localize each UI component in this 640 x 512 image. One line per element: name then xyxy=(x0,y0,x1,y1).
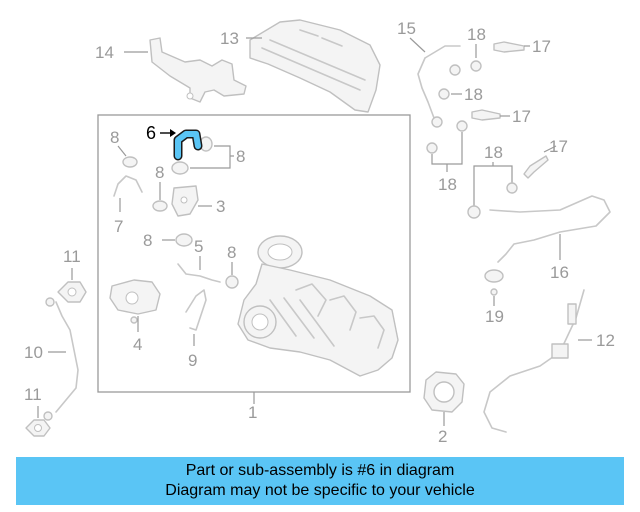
callout-18b: 18 xyxy=(464,85,483,104)
part-16-pipe xyxy=(489,195,611,263)
parts-diagram: 6 14 13 15 18 17 18 17 18 18 17 16 19 12… xyxy=(24,19,615,446)
part-8-clamp-e xyxy=(175,233,193,247)
part-19-clamp xyxy=(484,269,504,296)
callout-17b: 17 xyxy=(512,107,531,126)
callout-11b: 11 xyxy=(24,385,42,404)
callout-10: 10 xyxy=(24,343,43,362)
part-7-hose xyxy=(113,175,143,197)
callout-1: 1 xyxy=(248,403,257,422)
part-17-bolt-lower xyxy=(523,155,549,179)
part-3-valve xyxy=(171,185,199,217)
callout-3: 3 xyxy=(216,197,225,216)
callout-5: 5 xyxy=(194,237,203,256)
part-12-pipe xyxy=(483,289,585,433)
part-8-clamp-d xyxy=(152,200,168,212)
callout-19: 19 xyxy=(485,307,504,326)
callout-8c: 8 xyxy=(155,163,164,182)
callout-13: 13 xyxy=(220,29,239,48)
part-18-washer-mid xyxy=(438,88,450,100)
callout-8a: 8 xyxy=(110,128,119,147)
part-15-pipe xyxy=(417,45,461,125)
part-17-bolt-mid xyxy=(471,109,501,121)
callout-6: 6 xyxy=(146,123,156,143)
part-8-clamp-c xyxy=(171,161,189,175)
part-14-bracket xyxy=(149,37,247,103)
part-9-hose xyxy=(185,289,207,331)
callout-8e: 8 xyxy=(227,243,236,262)
callout-16: 16 xyxy=(550,263,569,282)
callout-18c: 18 xyxy=(438,175,457,194)
callout-14: 14 xyxy=(95,43,114,62)
callout-4: 4 xyxy=(133,335,142,354)
callout-11a: 11 xyxy=(63,247,81,266)
banner-line-2: Diagram may not be specific to your vehi… xyxy=(165,482,475,499)
callout-18a: 18 xyxy=(467,25,486,44)
part-8-clamp-a xyxy=(122,156,138,168)
info-banner: Part or sub-assembly is #6 in diagram Di… xyxy=(16,457,624,505)
callout-15: 15 xyxy=(397,19,416,38)
callout-8b: 8 xyxy=(236,147,245,166)
banner-line-1: Part or sub-assembly is #6 in diagram xyxy=(185,462,455,479)
part-11-gasket-upper xyxy=(57,281,87,303)
part-8-clamp-f xyxy=(225,275,239,289)
part-10-pipe xyxy=(55,301,79,413)
part-2-gasket xyxy=(423,371,465,413)
callout-7: 7 xyxy=(114,217,123,236)
part-5-hose xyxy=(177,263,221,283)
part-13-panel xyxy=(249,19,381,113)
callout-12: 12 xyxy=(596,331,615,350)
part-4-actuator xyxy=(109,279,161,324)
callout-17a: 17 xyxy=(532,37,551,56)
callout-2: 2 xyxy=(438,427,447,446)
part-11-gasket-lower xyxy=(25,419,51,437)
callout-8d: 8 xyxy=(143,231,152,250)
part-17-bolt-top xyxy=(493,41,525,53)
part-1-turbocharger xyxy=(237,235,399,377)
callout-18d: 18 xyxy=(484,143,503,162)
callout-17c: 17 xyxy=(549,137,568,156)
callout-9: 9 xyxy=(188,351,197,370)
part-18-washer-top xyxy=(470,60,482,72)
